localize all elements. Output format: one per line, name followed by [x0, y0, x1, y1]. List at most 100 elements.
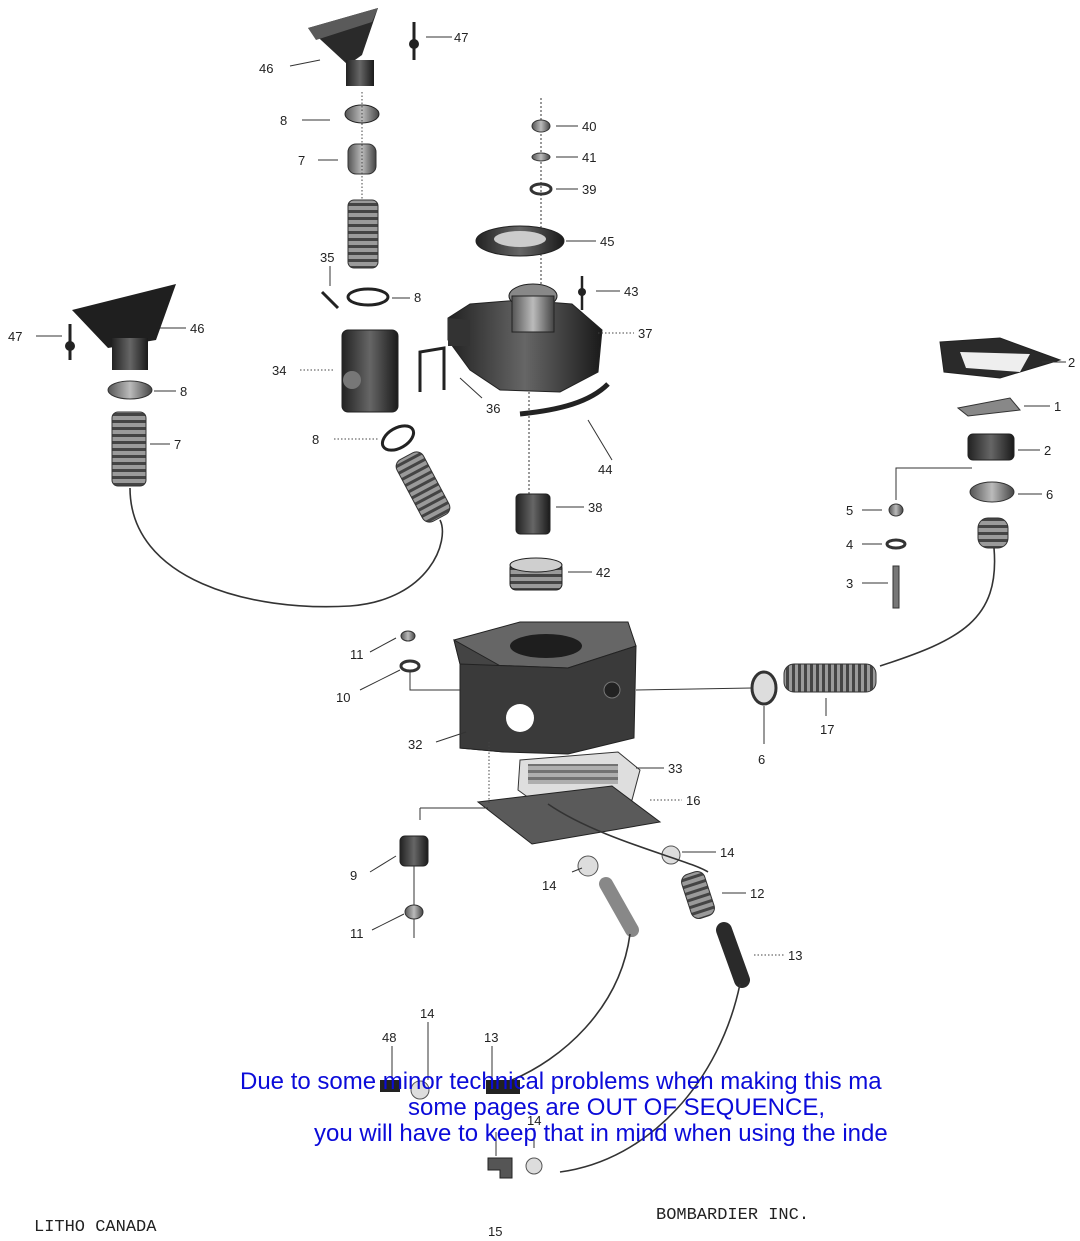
gasket-part-1	[956, 397, 1021, 417]
clamp-ring-8-lower	[380, 424, 416, 452]
spring-coupling-right	[977, 517, 1009, 549]
clamp-part-14-a	[577, 855, 599, 877]
hose-part-13-bottom	[486, 1080, 520, 1094]
callout-13-bottom: 13	[484, 1030, 498, 1045]
heater-box-part-32	[453, 621, 637, 755]
outlet-part-2	[967, 433, 1015, 461]
cover-ring-part-45	[475, 225, 565, 257]
callout-42: 42	[596, 565, 610, 580]
outlet-cover-part-2-top	[939, 337, 1062, 379]
callout-47-left: 47	[8, 329, 22, 344]
clamp-part-14-d	[525, 1157, 543, 1175]
callout-3: 3	[846, 576, 853, 591]
spring-hose-top	[347, 199, 379, 269]
washer-part-4	[885, 538, 907, 550]
callout-9: 9	[350, 868, 357, 883]
spring-part-12	[681, 870, 715, 920]
callout-7-left: 7	[174, 437, 181, 452]
upper-funnel-part-46	[308, 8, 378, 86]
callout-5: 5	[846, 503, 853, 518]
callout-45: 45	[600, 234, 614, 249]
spring-hose-diagonal	[395, 451, 451, 523]
bolt-part-3	[892, 565, 900, 609]
callout-labels: 47 46 8 7 40 41 39 45 43 35 8 46 47 37 3…	[8, 30, 1075, 1239]
callout-14-c: 14	[420, 1006, 434, 1021]
callout-14-d: 14	[527, 1113, 541, 1128]
washer-part-39	[529, 182, 553, 196]
callout-41: 41	[582, 150, 596, 165]
hose-left-to-center	[129, 487, 444, 608]
notice-line-1: Due to some minor technical problems whe…	[240, 1068, 882, 1095]
callout-48: 48	[382, 1030, 396, 1045]
callout-8-mid: 8	[414, 290, 421, 305]
callout-37: 37	[638, 326, 652, 341]
callout-40: 40	[582, 119, 596, 134]
nut-part-40	[531, 119, 551, 133]
callout-32: 32	[408, 737, 422, 752]
callout-47-top: 47	[454, 30, 468, 45]
callout-44: 44	[598, 462, 612, 477]
elbow-housing-part-34	[341, 329, 399, 413]
callout-1: 1	[1054, 399, 1061, 414]
hose-segment-13	[716, 922, 750, 988]
washer-part-41	[531, 152, 551, 162]
pin-part-47-left	[65, 324, 75, 360]
motor-part-9	[399, 835, 429, 867]
callout-14-b: 14	[720, 845, 734, 860]
callout-12: 12	[750, 886, 764, 901]
notice-line-2: some pages are OUT OF SEQUENCE,	[408, 1094, 826, 1121]
callout-16: 16	[686, 793, 700, 808]
washer-part-10	[399, 659, 421, 673]
nut-part-11-top	[400, 630, 416, 642]
callout-13-right: 13	[788, 948, 802, 963]
fitting-part-48	[380, 1080, 400, 1092]
tray-part-33	[517, 751, 641, 807]
clamp-part-14-c	[410, 1080, 430, 1100]
elbow-part-15	[487, 1157, 513, 1179]
pin-part-43	[578, 276, 586, 310]
callout-15: 15	[488, 1224, 502, 1239]
bracket-part-36	[418, 346, 446, 392]
clamp-ring-6-lower	[750, 670, 778, 706]
callout-4: 4	[846, 537, 853, 552]
nut-part-11-bottom	[404, 904, 424, 920]
blower-housing-part-37	[447, 283, 603, 393]
clamp-ring-8-mid	[346, 287, 390, 307]
callout-14-a: 14	[542, 878, 556, 893]
footer-company: BOMBARDIER INC.	[656, 1206, 810, 1225]
ring-part-42	[509, 557, 563, 591]
callout-17: 17	[820, 722, 834, 737]
notice-line-3: you will have to keep that in mind when …	[314, 1120, 888, 1147]
callout-2-top: 2	[1068, 355, 1075, 370]
screw-part-35	[320, 290, 340, 310]
callout-6-lower: 6	[758, 752, 765, 767]
callout-33: 33	[668, 761, 682, 776]
motor-part-38	[515, 493, 551, 535]
clamp-ring-6-right	[969, 481, 1015, 503]
callout-8-left: 8	[180, 384, 187, 399]
pin-part-47-top	[409, 22, 419, 60]
callout-11-bottom: 11	[350, 926, 364, 941]
callout-34: 34	[272, 363, 286, 378]
plate-part-16	[476, 785, 662, 845]
spring-hose-left-part-7	[111, 411, 147, 487]
callout-43: 43	[624, 284, 638, 299]
spring-hose-part-17	[783, 663, 877, 693]
callout-38: 38	[588, 500, 602, 515]
callout-46-left: 46	[190, 321, 204, 336]
footer-litho: LITHO CANADA	[34, 1218, 157, 1237]
callout-8-lower: 8	[312, 432, 319, 447]
nut-part-5	[888, 503, 904, 517]
callout-11-top: 11	[350, 647, 364, 662]
callout-35: 35	[320, 250, 334, 265]
callout-46-top: 46	[259, 61, 273, 76]
callout-36: 36	[486, 401, 500, 416]
callout-8-top: 8	[280, 113, 287, 128]
leader-lines	[36, 36, 1066, 1156]
left-funnel-part-46	[72, 284, 176, 370]
hose-right-to-box	[879, 547, 996, 667]
callout-39: 39	[582, 182, 596, 197]
hose-segment-left-down	[599, 877, 639, 937]
callout-7-top: 7	[298, 153, 305, 168]
